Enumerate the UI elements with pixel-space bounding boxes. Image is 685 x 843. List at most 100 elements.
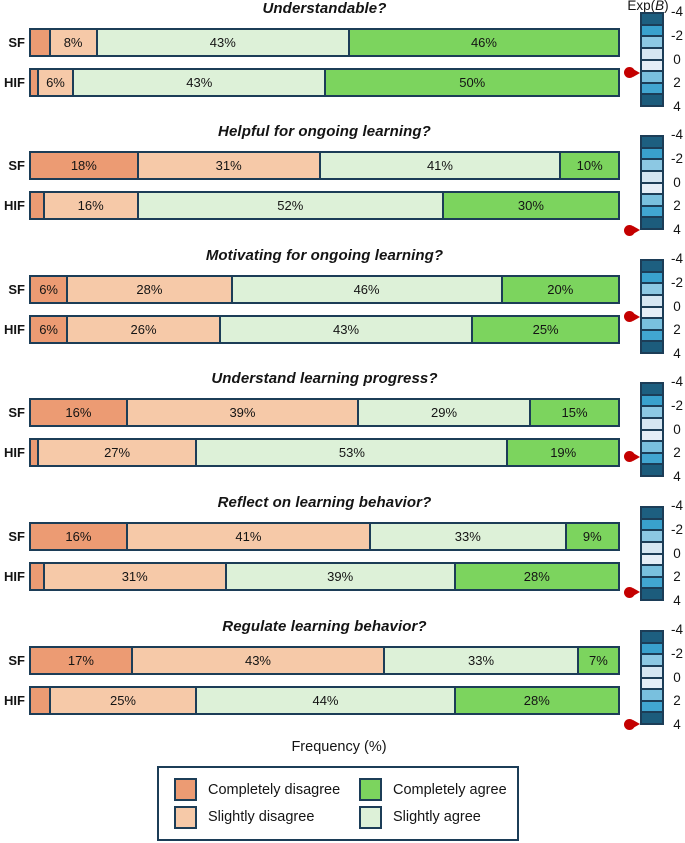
segment-percent-label: 43%	[209, 35, 236, 50]
segment-percent-label: 19%	[550, 445, 577, 460]
segment-percent-label: 18%	[70, 158, 97, 173]
bar-segment-completely-disagree: 6%	[31, 317, 67, 342]
colorbar-cell	[642, 58, 662, 71]
bar-segment-slightly-disagree: 31%	[42, 564, 225, 589]
bar-segment-slightly-disagree: 31%	[136, 153, 319, 178]
colorbar-tick: -4	[670, 251, 683, 266]
expb-label-b: B	[655, 0, 665, 13]
segment-percent-label: 10%	[576, 158, 603, 173]
colorbar-tick: 4	[673, 99, 681, 114]
colorbar-tick: -2	[670, 645, 683, 661]
segment-percent-label: 20%	[547, 282, 574, 297]
row-label-sf: SF	[8, 529, 25, 544]
bar-segment-completely-disagree: 17%	[31, 648, 131, 673]
bar-segment-completely-agree: 30%	[441, 193, 618, 218]
segment-percent-label: 29%	[431, 405, 458, 420]
colorbar-cell	[642, 632, 662, 642]
colorbar-tick: 4	[673, 222, 681, 237]
stacked-bar-hif: 16%52%30%	[29, 191, 620, 220]
expb-marker-icon	[624, 311, 640, 323]
segment-percent-label: 46%	[353, 282, 380, 297]
expb-colorbar	[640, 382, 664, 477]
bar-segment-slightly-agree: 33%	[368, 524, 565, 549]
colorbar-tick: -4	[670, 4, 683, 19]
marker-ball-icon	[624, 718, 635, 730]
segment-percent-label: 53%	[338, 445, 365, 460]
bar-segment-slightly-disagree: 39%	[125, 400, 358, 425]
bar-segment-slightly-disagree: 16%	[42, 193, 137, 218]
stacked-bar-sf: 17%43%33%7%	[29, 646, 620, 675]
segment-percent-label: 27%	[104, 445, 131, 460]
colorbar-cell	[642, 158, 662, 170]
colorbar-tick: 0	[673, 669, 681, 685]
colorbar-cell	[642, 70, 662, 82]
expb-marker-icon	[624, 451, 640, 463]
completely-agree-swatch-icon	[359, 778, 382, 802]
bar-segment-completely-agree: 9%	[564, 524, 618, 549]
x-axis-label: Frequency (%)	[291, 739, 387, 755]
colorbar-cell	[642, 181, 662, 194]
bar-segment-slightly-agree: 52%	[136, 193, 442, 218]
colorbar-cell	[642, 261, 662, 271]
row-label-sf: SF	[8, 405, 25, 420]
expb-colorbar	[640, 135, 664, 230]
segment-percent-label: 17%	[67, 653, 94, 668]
marker-tip-icon	[633, 588, 640, 597]
segment-percent-label: 8%	[63, 35, 83, 50]
segment-percent-label: 6%	[39, 282, 58, 297]
bar-segment-slightly-agree: 44%	[195, 688, 454, 713]
colorbar-cell	[642, 653, 662, 665]
segment-percent-label: 26%	[130, 322, 157, 337]
stacked-bar-hif: 6% 26% 43% 25%	[29, 315, 620, 344]
colorbar-cell	[642, 35, 662, 47]
bar-segment-completely-disagree: 18%	[31, 153, 137, 178]
colorbar-cell	[642, 529, 662, 541]
bar-segment-slightly-agree: 46%	[230, 277, 501, 302]
segment-percent-label: 7%	[589, 653, 608, 668]
segment-percent-label: 31%	[215, 158, 242, 173]
stacked-bar-hif: 27% 53% 19%	[29, 438, 620, 467]
expb-colorbar	[640, 630, 664, 725]
segment-percent-label: 43%	[333, 322, 360, 337]
row-label-hif: HIF	[4, 198, 25, 213]
colorbar-tick: -2	[670, 397, 683, 413]
bar-segment-slightly-disagree: 28%	[66, 277, 231, 302]
colorbar-tick: 0	[673, 545, 681, 561]
colorbar-tick: 2	[673, 322, 681, 338]
segment-percent-label: 39%	[229, 405, 256, 420]
bar-segment-completely-agree: 50%	[324, 70, 618, 95]
expb-axis-title: Exp(B)	[620, 0, 676, 13]
colorbar-cell	[642, 305, 662, 318]
section-title: Regulate learning behavior?	[222, 618, 427, 635]
bar-segment-completely-disagree	[31, 193, 43, 218]
expb-colorbar	[640, 506, 664, 601]
colorbar-cell	[642, 216, 662, 228]
legend-item-completely-disagree: Completely disagree	[174, 777, 359, 803]
bar-segment-completely-disagree	[31, 564, 43, 589]
bar-segment-slightly-agree: 29%	[357, 400, 530, 425]
expb-marker-icon	[624, 67, 640, 79]
segment-percent-label: 9%	[582, 529, 602, 544]
legend-item-label: Completely disagree	[208, 781, 341, 798]
slightly-agree-swatch-icon	[359, 805, 382, 829]
expb-marker-icon	[624, 586, 640, 598]
colorbar-tick: 0	[673, 298, 681, 314]
bar-segment-completely-disagree: 6%	[31, 277, 67, 302]
stacked-bar-sf: 18% 31% 41% 10%	[29, 151, 620, 180]
segment-percent-label: 50%	[459, 75, 486, 90]
bar-segment-slightly-agree: 41%	[318, 153, 560, 178]
colorbar-tick: 0	[673, 51, 681, 67]
bar-segment-slightly-disagree: 27%	[36, 440, 196, 465]
colorbar-tick: -4	[670, 127, 683, 142]
colorbar-cell	[642, 14, 662, 24]
segment-percent-label: 46%	[470, 35, 497, 50]
bar-segment-completely-agree: 28%	[453, 688, 618, 713]
colorbar-tick: 2	[673, 445, 681, 461]
colorbar-cell	[642, 440, 662, 452]
bar-segment-completely-agree: 28%	[453, 564, 618, 589]
stacked-bar-sf: 16%39%29%15%	[29, 398, 620, 427]
segment-percent-label: 25%	[532, 322, 559, 337]
colorbar-tick: -2	[670, 521, 683, 537]
bar-segment-completely-agree: 20%	[500, 277, 618, 302]
